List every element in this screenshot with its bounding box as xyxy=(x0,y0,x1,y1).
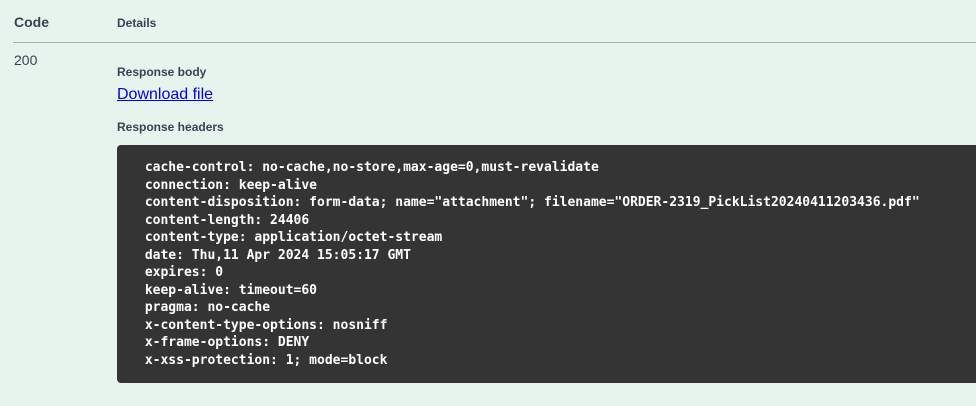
download-file-link[interactable]: Download file xyxy=(117,86,214,103)
response-header-line: connection: keep-alive xyxy=(137,177,318,193)
response-header-line: expires: 0 xyxy=(137,265,224,280)
response-body-label: Response body xyxy=(117,65,207,79)
responses-table-header: Code Details xyxy=(0,0,976,42)
code-column-header: Code xyxy=(14,14,49,30)
status-code: 200 xyxy=(14,52,38,68)
header-divider xyxy=(13,42,976,43)
response-headers-block: cache-control: no-cache,no-store,max-age… xyxy=(117,145,976,383)
response-header-line: pragma: no-cache xyxy=(137,300,271,315)
response-row-200: 200 Response body Download file Response… xyxy=(0,43,976,383)
response-header-line: cache-control: no-cache,no-store,max-age… xyxy=(137,160,599,175)
response-header-line: x-content-type-options: nosniff xyxy=(137,317,388,333)
response-header-line: x-xss-protection: 1; mode=block xyxy=(137,352,388,368)
details-column-header: Details xyxy=(117,16,157,30)
response-header-line: content-type: application/octet-stream xyxy=(137,230,443,245)
response-header-line: keep-alive: timeout=60 xyxy=(137,282,318,298)
response-header-line: date: Thu,11 Apr 2024 15:05:17 GMT xyxy=(137,247,411,263)
response-header-line: content-disposition: form-data; name="at… xyxy=(137,195,920,210)
response-header-line: content-length: 24406 xyxy=(137,212,310,228)
response-headers-label: Response headers xyxy=(117,120,224,134)
response-details: Response body Download file Response hea… xyxy=(117,43,976,383)
response-header-line: x-frame-options: DENY xyxy=(137,335,310,350)
